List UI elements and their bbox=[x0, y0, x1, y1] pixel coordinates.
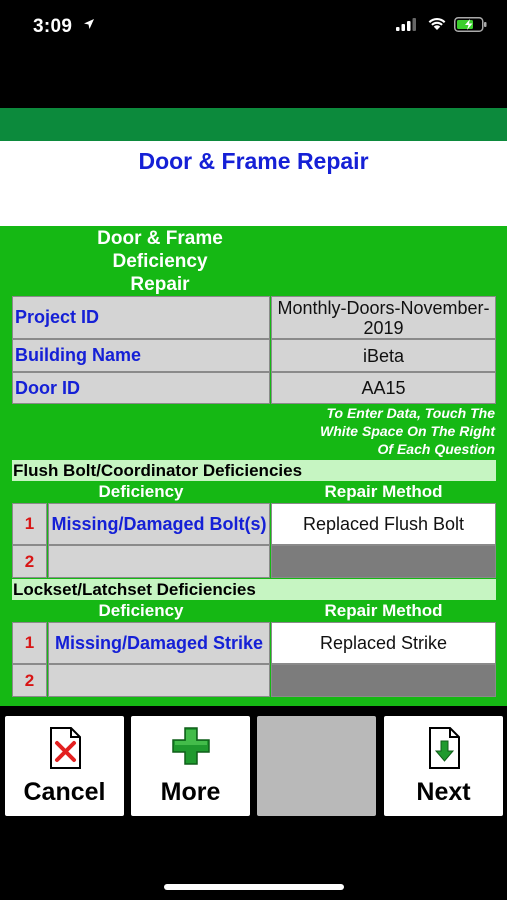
deficiency-row: 1 Missing/Damaged Strike Replaced Strike bbox=[12, 622, 496, 664]
project-id-value[interactable]: Monthly-Doors-November-2019 bbox=[271, 296, 496, 339]
section-header: Flush Bolt/Coordinator Deficiencies bbox=[12, 460, 496, 481]
cancel-label: Cancel bbox=[23, 778, 106, 806]
form-heading-line: Door & Frame bbox=[97, 228, 223, 249]
deficiency-cell bbox=[48, 664, 270, 697]
building-name-label: Building Name bbox=[12, 339, 270, 372]
instructions-line: Of Each Question bbox=[377, 441, 495, 457]
repair-method-field[interactable]: Replaced Strike bbox=[271, 622, 496, 664]
deficiency-cell: Missing/Damaged Bolt(s) bbox=[48, 503, 270, 545]
row-number: 1 bbox=[12, 622, 47, 664]
home-indicator[interactable] bbox=[164, 884, 344, 890]
repair-method-field bbox=[271, 545, 496, 578]
row-number: 2 bbox=[12, 664, 47, 697]
next-button[interactable]: Next bbox=[384, 716, 503, 816]
deficiency-row: 2 bbox=[12, 545, 496, 578]
project-id-label: Project ID bbox=[12, 296, 270, 339]
deficiency-cell: Missing/Damaged Strike bbox=[48, 622, 270, 664]
form-heading: Door & Frame Deficiency Repair bbox=[60, 227, 260, 296]
repair-method-field bbox=[271, 664, 496, 697]
next-label: Next bbox=[416, 778, 471, 806]
column-header-deficiency: Deficiency bbox=[98, 482, 184, 501]
building-name-row: Building Name iBeta bbox=[12, 339, 496, 372]
next-document-icon bbox=[428, 727, 460, 769]
column-header-deficiency: Deficiency bbox=[98, 601, 184, 620]
more-label: More bbox=[160, 778, 221, 806]
empty-toolbar-slot bbox=[257, 716, 376, 816]
title-area bbox=[0, 141, 507, 226]
form-heading-line: Repair bbox=[130, 274, 190, 295]
page-title: Door & Frame Repair bbox=[138, 148, 369, 174]
deficiency-row: 1 Missing/Damaged Bolt(s) Replaced Flush… bbox=[12, 503, 496, 545]
row-number: 2 bbox=[12, 545, 47, 578]
deficiency-cell bbox=[48, 545, 270, 578]
status-bar: 3:09 bbox=[0, 0, 507, 108]
form-heading-line: Deficiency bbox=[112, 251, 208, 272]
project-id-row: Project ID Monthly-Doors-November-2019 bbox=[12, 296, 496, 339]
cancel-button[interactable]: Cancel bbox=[5, 716, 124, 816]
signal-icon bbox=[396, 18, 416, 31]
instructions-line: To Enter Data, Touch The bbox=[326, 405, 495, 421]
status-time: 3:09 bbox=[33, 16, 73, 37]
deficiency-row: 2 bbox=[12, 664, 496, 697]
door-id-row: Door ID AA15 bbox=[12, 372, 496, 404]
instructions: To Enter Data, Touch The White Space On … bbox=[255, 404, 495, 458]
building-name-value[interactable]: iBeta bbox=[271, 339, 496, 372]
battery-charging-icon bbox=[454, 17, 487, 32]
cancel-document-icon bbox=[49, 727, 81, 769]
wifi-icon bbox=[428, 18, 446, 30]
column-header-repair: Repair Method bbox=[324, 601, 443, 620]
header-band bbox=[0, 108, 507, 141]
repair-method-field[interactable]: Replaced Flush Bolt bbox=[271, 503, 496, 545]
door-id-value[interactable]: AA15 bbox=[271, 372, 496, 404]
more-button[interactable]: More bbox=[131, 716, 250, 816]
door-id-label: Door ID bbox=[12, 372, 270, 404]
location-arrow-icon bbox=[84, 19, 94, 29]
column-header-repair: Repair Method bbox=[324, 482, 443, 501]
instructions-line: White Space On The Right bbox=[319, 423, 495, 439]
row-number: 1 bbox=[12, 503, 47, 545]
section-header: Lockset/Latchset Deficiencies bbox=[12, 579, 496, 600]
plus-icon bbox=[171, 727, 210, 765]
